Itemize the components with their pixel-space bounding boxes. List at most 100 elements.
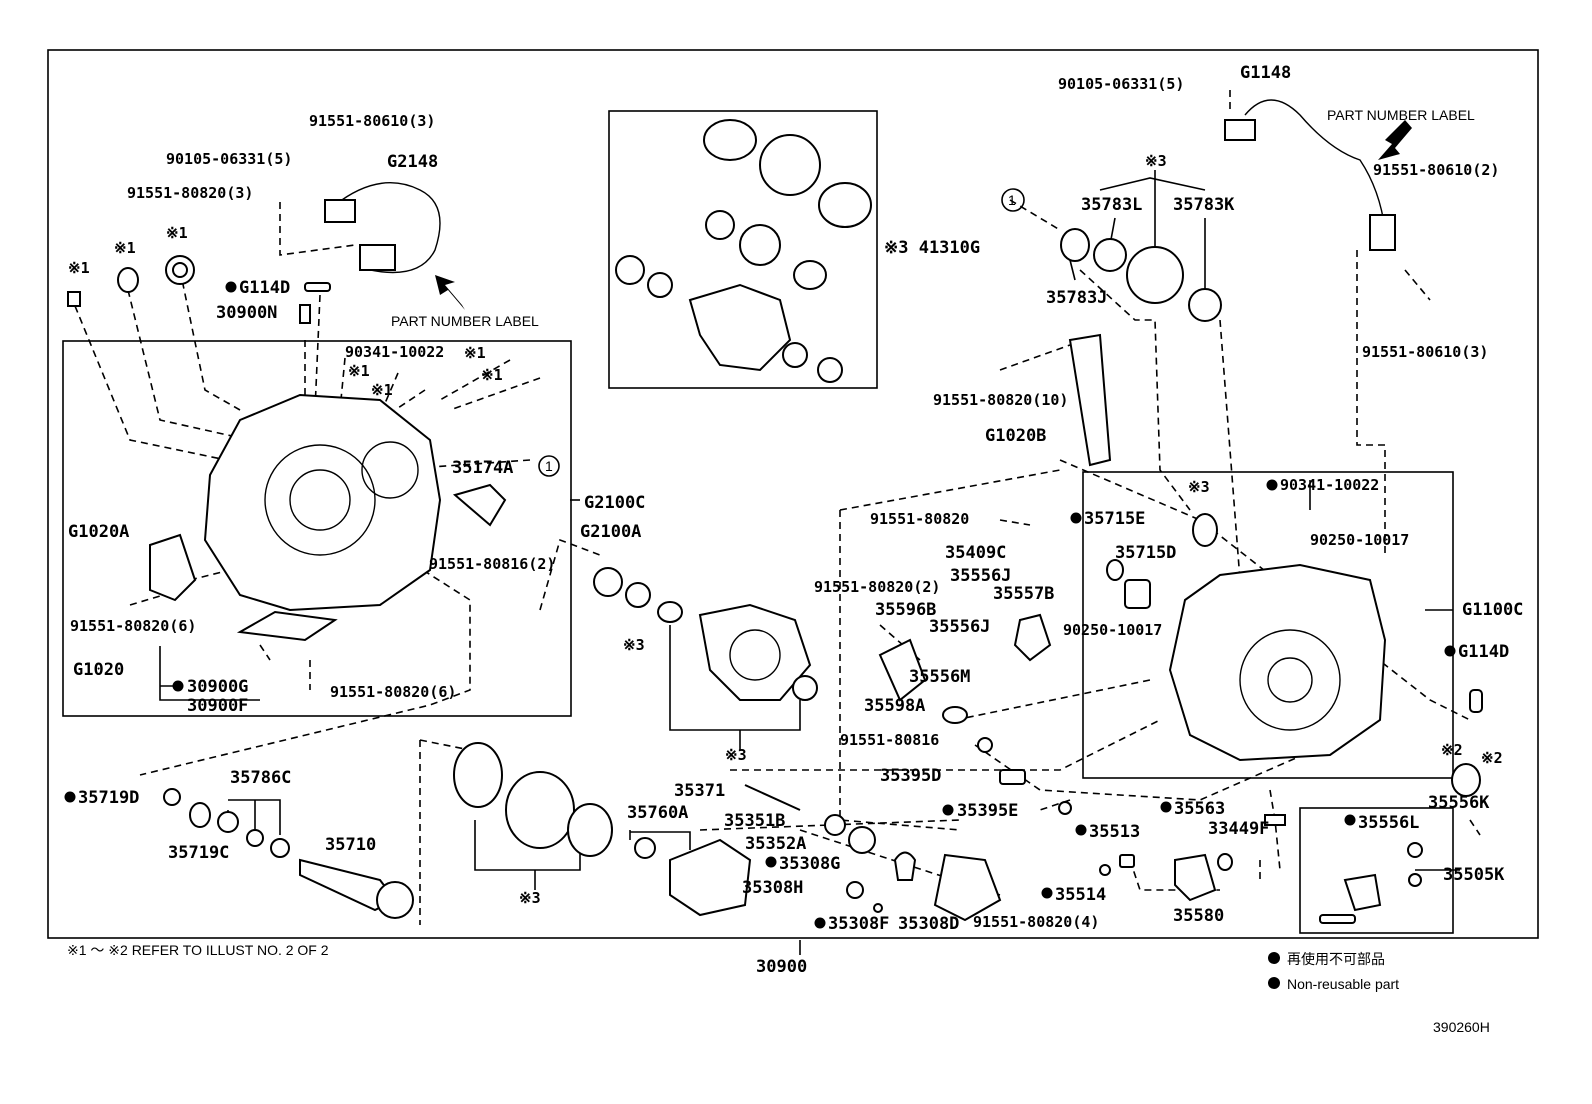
label-g1020: G1020 [73, 660, 124, 680]
box-g2100c [62, 340, 572, 717]
diagram-code: 390260H [1433, 1019, 1490, 1035]
box-g1100c [1082, 471, 1454, 779]
label-mark3-b: ※3 [725, 746, 747, 764]
label-90250-10017-a: 90250-10017 [1310, 531, 1409, 549]
label-35308f: 35308F [828, 914, 889, 934]
legend-jp: 再使用不可部品 [1287, 951, 1385, 967]
label-35308d: 35308D [898, 914, 959, 934]
label-35308g: 35308G [779, 854, 840, 874]
label-mark2-b: ※2 [1481, 749, 1503, 767]
label-mark1-d: ※1 [464, 344, 486, 362]
g2148-bracket [359, 244, 396, 271]
label-mark1-f: ※1 [371, 381, 393, 399]
label-35786c: 35786C [230, 768, 291, 788]
label-90105-06331-5-right: 90105-06331(5) [1058, 75, 1184, 93]
label-mark1-a: ※1 [114, 239, 136, 257]
label-mark1-e: ※1 [348, 362, 370, 380]
label-mark1-g: ※1 [481, 366, 503, 384]
label-91551-80816-2: 91551-80816(2) [429, 555, 555, 573]
label-35760a: 35760A [627, 803, 688, 823]
label-g114d-right: G114D [1458, 642, 1509, 662]
non-reusable-marks [64, 281, 1456, 989]
differential-case [688, 283, 792, 372]
label-35563: 35563 [1174, 799, 1225, 819]
label-g1148: G1148 [1240, 63, 1291, 83]
legend-dot-en [1268, 977, 1280, 989]
circle-ref-left [538, 455, 560, 477]
arrow-part-label-right [1378, 120, 1412, 160]
label-35409c: 35409C [945, 543, 1006, 563]
label-91551-80820-4: 91551-80820(4) [973, 913, 1099, 931]
label-35719d: 35719D [78, 788, 139, 808]
35308d-bracket [933, 853, 1002, 922]
label-35580: 35580 [1173, 906, 1224, 926]
label-91551-80820-6-a: 91551-80820(6) [70, 617, 196, 635]
part-labels: 91551-80610(3) 90105-06331(5) G2148 9155… [68, 63, 1523, 977]
circle-ref-right [1001, 188, 1025, 212]
label-35514: 35514 [1055, 885, 1106, 905]
front-case-housing [203, 393, 442, 612]
label-30900g: 30900G [187, 677, 248, 697]
label-90341-10022-right: 90341-10022 [1280, 476, 1379, 494]
label-35395e: 35395E [957, 801, 1018, 821]
label-mark1-b: ※1 [166, 224, 188, 242]
label-91551-80610-3-right: 91551-80610(3) [1362, 343, 1488, 361]
label-35783l: 35783L [1081, 195, 1142, 215]
label-35505k: 35505K [1443, 865, 1505, 885]
label-35395d: 35395D [880, 766, 941, 786]
label-35308h: 35308H [742, 878, 803, 898]
label-g1020a: G1020A [68, 522, 129, 542]
label-91551-80610-3-top: 91551-80610(3) [309, 112, 435, 130]
label-91551-80820-10: 91551-80820(10) [933, 391, 1068, 409]
35174a-bracket [452, 483, 507, 527]
label-g114d-left: G114D [239, 278, 290, 298]
label-35351b: 35351B [724, 811, 785, 831]
label-part-number-label-right: PART NUMBER LABEL [1327, 107, 1475, 123]
label-35557b: 35557B [993, 584, 1054, 604]
label-91551-80816: 91551-80816 [840, 731, 939, 749]
label-35556m: 35556M [909, 667, 970, 687]
part-drawings [67, 99, 1483, 924]
label-35556j-a: 35556J [950, 566, 1011, 586]
label-35371: 35371 [674, 781, 725, 801]
35760a-case [669, 838, 752, 917]
arrow-part-label-left [435, 275, 465, 310]
g1020-plate [236, 610, 338, 642]
label-91551-80610-2: 91551-80610(2) [1373, 161, 1499, 179]
label-mark3-f: ※3 [519, 889, 541, 907]
g1148-bracket [1369, 214, 1396, 251]
label-35783j: 35783J [1046, 288, 1107, 308]
label-35598a: 35598A [864, 696, 925, 716]
label-arrows [435, 120, 1412, 310]
label-g2100c: G2100C [584, 493, 645, 513]
label-35719c: 35719C [168, 843, 229, 863]
label-91551-80820-2: 91551-80820(2) [814, 578, 940, 596]
label-91551-80820-6-b: 91551-80820(6) [330, 683, 456, 701]
label-mark2-a: ※2 [1441, 741, 1463, 759]
label-90105-06331-5-left: 90105-06331(5) [166, 150, 292, 168]
label-91551-80820: 91551-80820 [870, 510, 969, 528]
label-90341-10022-left: 90341-10022 [345, 343, 444, 361]
label-35715e: 35715E [1084, 509, 1145, 529]
label-35596b: 35596B [875, 600, 936, 620]
g1148-harness [1244, 99, 1386, 231]
label-g2148: G2148 [387, 152, 438, 172]
g1020b-gasket [1068, 333, 1112, 467]
leader-lines [74, 90, 1481, 925]
label-35556k: 35556K [1428, 793, 1490, 813]
label-35174a: 35174A [452, 458, 513, 478]
label-30900: 30900 [756, 957, 807, 977]
label-g1020b: G1020B [985, 426, 1046, 446]
outer-frame [47, 49, 1539, 939]
label-35783k: 35783K [1173, 195, 1235, 215]
label-mark1-c: ※1 [68, 259, 90, 277]
label-33449f: 33449F [1208, 819, 1269, 839]
label-30900n: 30900N [216, 303, 277, 323]
label-mark3-a: ※3 [623, 636, 645, 654]
footnote: ※1 ～ ※2 REFER TO ILLUST NO. 2 OF 2 [67, 942, 329, 958]
label-30900f: 30900F [187, 696, 248, 716]
label-35352a: 35352A [745, 834, 806, 854]
legend-dot-jp [1268, 952, 1280, 964]
